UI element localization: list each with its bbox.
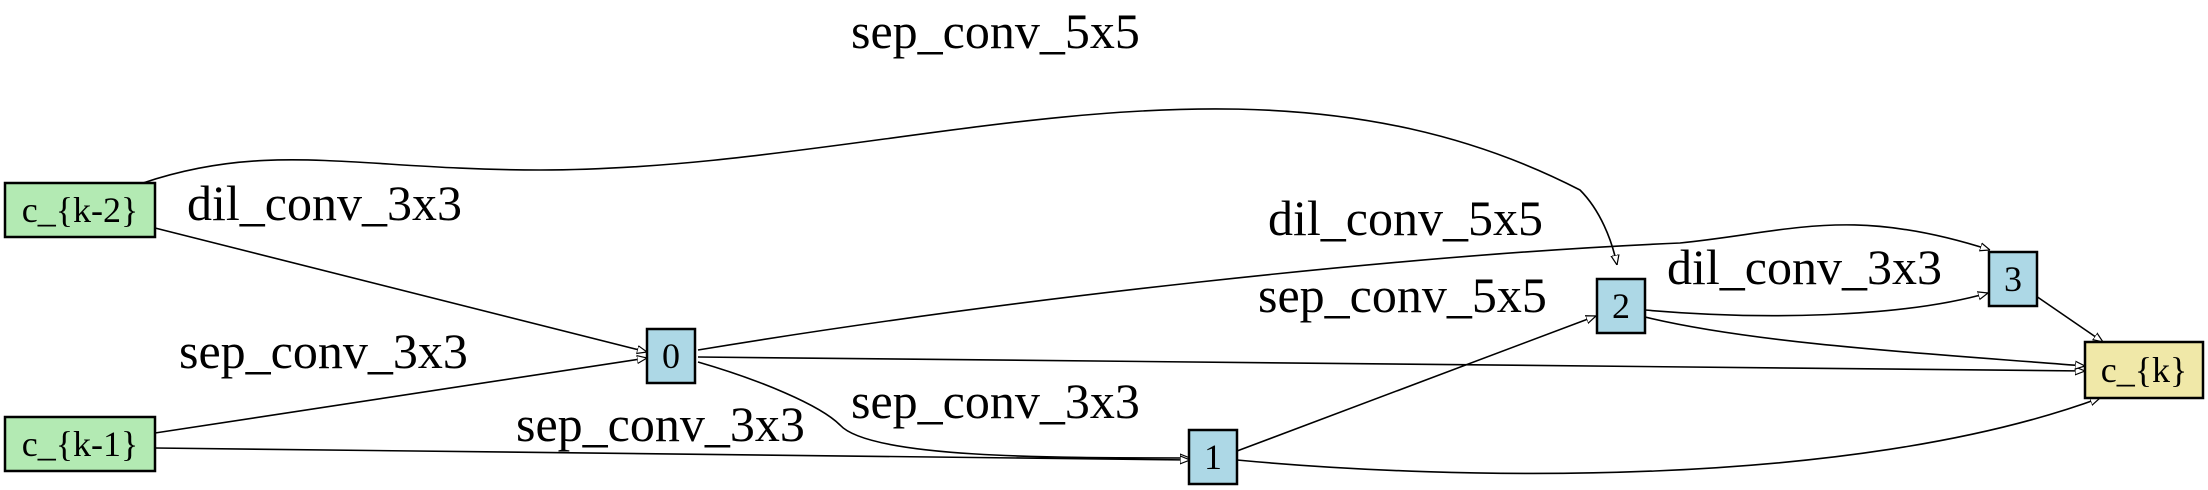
edge-label-ck2-to-2: sep_conv_5x5 xyxy=(851,3,1140,59)
node-c-k: c_{k} xyxy=(2083,340,2205,400)
node-1-box xyxy=(1187,428,1239,486)
edge-ck2-to-2 xyxy=(142,108,1617,265)
node-c-k-minus-1-label: c_{k-1} xyxy=(22,424,139,464)
node-c-k-box xyxy=(2083,340,2205,400)
edge-0-to-1 xyxy=(697,361,1190,458)
edge-ck1-to-1 xyxy=(154,447,1190,460)
edge-label-0-to-3: dil_conv_5x5 xyxy=(1268,190,1543,246)
node-c-k-minus-1-box xyxy=(3,415,157,473)
edge-3-to-ck xyxy=(2035,295,2103,342)
node-c-k-minus-1: c_{k-1} xyxy=(3,415,157,473)
node-2: 2 xyxy=(1595,277,1647,335)
node-2-label: 2 xyxy=(1612,286,1630,326)
edge-2-to-ck xyxy=(1644,316,2085,366)
edge-label-ck2-to-0: dil_conv_3x3 xyxy=(187,175,462,231)
node-1-label: 1 xyxy=(1204,437,1222,477)
edge-ck2-to-0 xyxy=(154,227,647,352)
edge-1-to-2 xyxy=(1236,316,1596,452)
edge-2-to-3 xyxy=(1644,293,1988,317)
edge-label-ck1-to-0: sep_conv_3x3 xyxy=(179,323,468,379)
edge-label-ck1-to-1: sep_conv_3x3 xyxy=(516,396,805,452)
node-c-k-minus-2-box xyxy=(3,181,157,239)
edge-1-to-ck xyxy=(1236,398,2100,475)
edge-ck1-to-0 xyxy=(154,358,647,434)
node-0-label: 0 xyxy=(662,336,680,376)
edge-label-2-to-3: dil_conv_3x3 xyxy=(1667,239,1942,295)
node-3-label: 3 xyxy=(2004,259,2022,299)
node-1: 1 xyxy=(1187,428,1239,486)
node-2-box xyxy=(1595,277,1647,335)
node-0-box xyxy=(645,327,697,385)
edge-0-to-ck xyxy=(697,356,2085,371)
edge-label-0-to-1: sep_conv_3x3 xyxy=(851,373,1140,429)
node-c-k-label: c_{k} xyxy=(2101,350,2188,390)
node-3-box xyxy=(1987,250,2039,308)
node-c-k-minus-2: c_{k-2} xyxy=(3,181,157,239)
edge-0-to-3 xyxy=(697,224,1990,351)
node-3: 3 xyxy=(1987,250,2039,308)
node-c-k-minus-2-label: c_{k-2} xyxy=(22,190,139,230)
edge-label-1-to-2: sep_conv_5x5 xyxy=(1258,267,1547,323)
node-0: 0 xyxy=(645,327,697,385)
